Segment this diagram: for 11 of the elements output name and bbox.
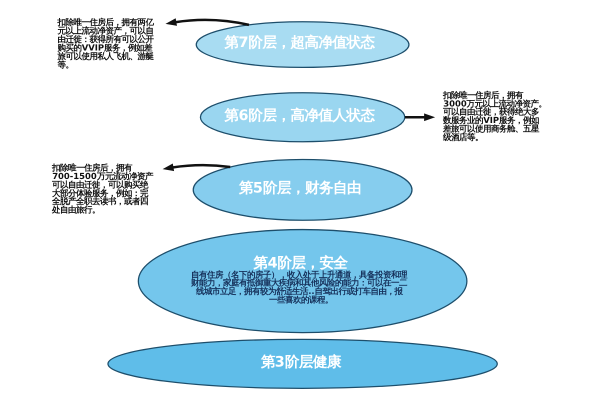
arrow <box>164 18 249 26</box>
node-text: 扣除唯一住房后，拥有两亿元以上流动净资产，可以自由迁徙：获得所有可以公开购买的VVIP服务，例如差旅可以使用私人飞机、游艇等。 <box>57 17 154 70</box>
node-ellipse: 第7阶层，超高净值状态 <box>195 21 410 68</box>
node-ellipse: 第4阶层，安全 自有住房（名下的房子），收入处于上升通道，具备投资和理财能力，家庭有抵御重大疾病和其他风险的能力：可以在一二线城市立足，拥有较为舒适生活..自驾出行或打车自由，报一些喜欢的课程。 <box>137 228 467 334</box>
node-text: 扣除唯一住房后，拥有3000万元以上流动净资产。可以自由迁徙，获得绝大多数服务业的VIP服务，例如差旅可以使用商务舱、五星级酒店等。 <box>442 90 546 142</box>
node-ellipse: 第6阶层，高净值人状态 <box>199 92 405 142</box>
arrow <box>162 164 230 172</box>
node-text: 扣除唯一住房后，拥有700-1500万元流动净资产可以自由迁徙，可以购买绝大部分体验服务，例如：完全脱产全职去读书，或者四处自由旅行。 <box>52 162 152 215</box>
arrow <box>404 113 435 122</box>
node-ellipse: 第5阶层，财务自由 <box>192 158 412 221</box>
node-ellipse: 第3阶层健康 <box>106 338 498 389</box>
